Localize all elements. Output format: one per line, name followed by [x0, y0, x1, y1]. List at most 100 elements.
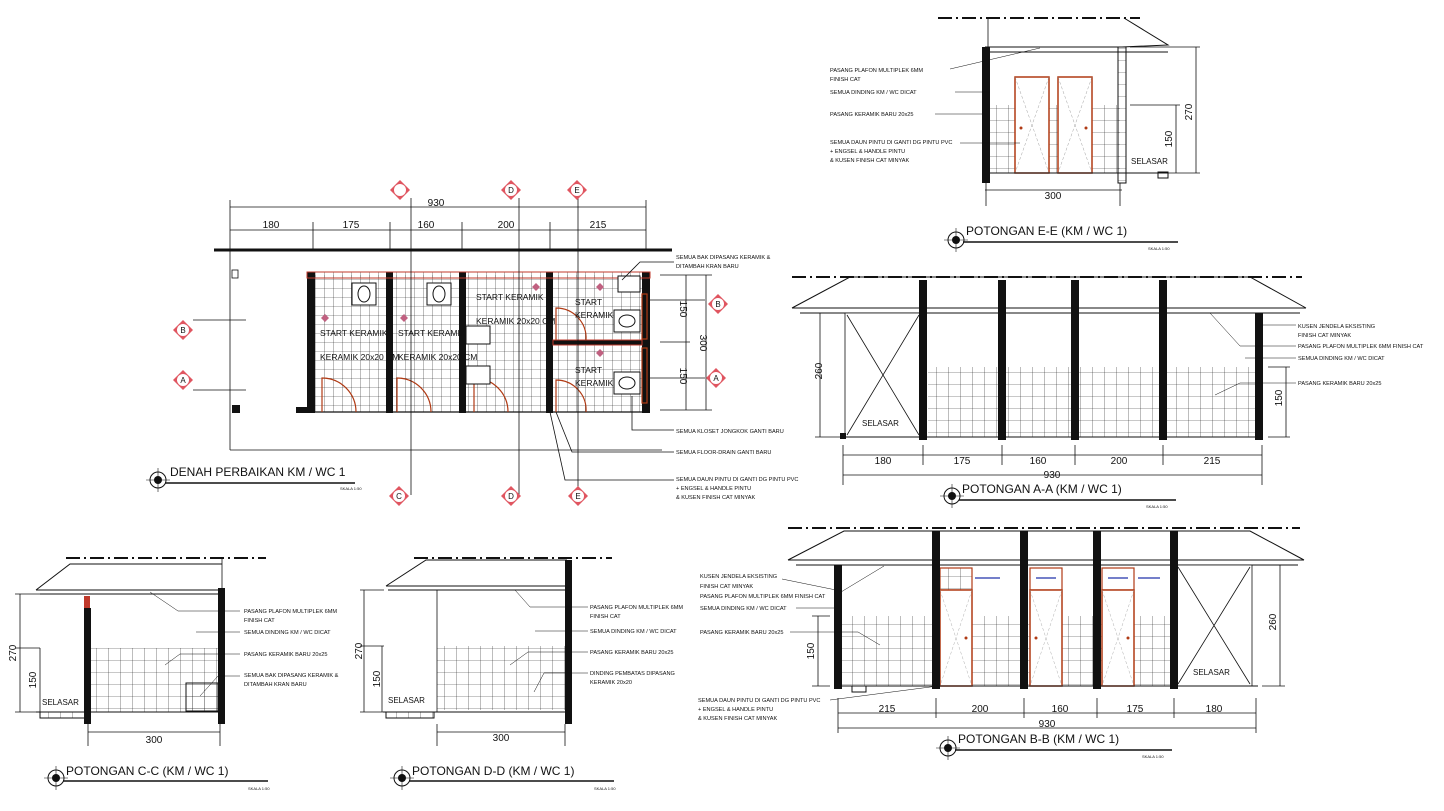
room-label: START: [575, 365, 602, 375]
dd-note: PASANG KERAMIK BARU 20x25: [590, 650, 674, 656]
section-e-e: SELASAR 300 150 270 PASANG PLAFON MULTIP…: [830, 17, 1200, 252]
marker-label: D: [508, 492, 514, 501]
cc-title-block: POTONGAN C-C (KM / WC 1) SKALA 1:50: [44, 764, 270, 791]
floor-plan: 930 180 175 160 200 215: [146, 180, 798, 506]
bb-note: FINISH CAT MINYAK: [700, 584, 753, 590]
plan-scale: SKALA 1:50: [340, 486, 362, 491]
ee-h1: 270: [1184, 103, 1195, 120]
bb-dim: 180: [1206, 704, 1223, 715]
room-label: KERAMIK: [575, 378, 614, 388]
plan-dim-5: 215: [590, 220, 607, 231]
dd-h2: 150: [372, 670, 383, 687]
bb-dim: 200: [972, 704, 989, 715]
cc-note: SEMUA BAK DIPASANG KERAMIK &: [244, 673, 339, 679]
plan-dim-3: 160: [418, 220, 435, 231]
bb-note: PASANG PLAFON MULTIPLEK 6MM FINISH CAT: [700, 594, 826, 600]
aa-dim: 175: [954, 456, 971, 467]
section-d-d: SELASAR 300 270 150 PASANG PLAFON MULTIP…: [354, 557, 683, 791]
aa-title: POTONGAN A-A (KM / WC 1): [962, 482, 1122, 496]
floor-drain-icon: [321, 283, 604, 357]
marker-label: C: [396, 492, 402, 501]
bb-dim: 160: [1052, 704, 1069, 715]
cc-scale: SKALA 1:50: [248, 786, 270, 791]
cc-title: POTONGAN C-C (KM / WC 1): [66, 764, 228, 778]
cc-h1: 270: [8, 644, 19, 661]
dd-note: FINISH CAT: [590, 614, 621, 620]
bb-note: SEMUA DAUN PINTU DI GANTI DG PINTU PVC: [698, 698, 820, 704]
bb-note: KUSEN JENDELA EKSISTING: [700, 574, 777, 580]
plan-dim-right-2: 150: [677, 368, 688, 385]
dd-note: SEMUA DINDING KM / WC DICAT: [590, 629, 677, 635]
section-c-c: SELASAR 300 270 150 PASANG PLAFON MULTIP…: [8, 557, 339, 791]
ee-note: SEMUA DAUN PINTU DI GANTI DG PINTU PVC: [830, 140, 952, 146]
ee-note: PASANG KERAMIK BARU 20x25: [830, 112, 914, 118]
cc-note: PASANG KERAMIK BARU 20x25: [244, 652, 328, 658]
dd-note: KERAMIK 20x20: [590, 680, 632, 686]
section-marker-icon: C D E B A B A C D E: [173, 180, 728, 506]
ee-note: PASANG PLAFON MULTIPLEK 6MM: [830, 68, 923, 74]
bb-title: POTONGAN B-B (KM / WC 1): [958, 732, 1119, 746]
aa-dim: 160: [1030, 456, 1047, 467]
room-label: START KERAMIK: [476, 292, 544, 302]
marker-label: A: [180, 376, 186, 385]
ee-note: & KUSEN FINISH CAT MINYAK: [830, 158, 910, 164]
squat-toilet-icon: [351, 275, 641, 395]
ee-dim: 300: [1045, 191, 1062, 202]
plan-dim-right-1: 150: [677, 301, 688, 318]
cc-note: SEMUA DINDING KM / WC DICAT: [244, 630, 331, 636]
cc-note: FINISH CAT: [244, 618, 275, 624]
marker-label: D: [508, 186, 514, 195]
room-label: START KERAMIK: [398, 328, 466, 338]
room-label: START: [575, 297, 602, 307]
ee-h2: 150: [1164, 130, 1175, 147]
ee-note: SEMUA DINDING KM / WC DICAT: [830, 90, 917, 96]
bb-dim: 215: [879, 704, 896, 715]
marker-label: A: [713, 374, 719, 383]
room-label: KERAMIK 20x20 CM: [320, 352, 399, 362]
ee-selasar: SELASAR: [1131, 157, 1168, 166]
plan-title-block: DENAH PERBAIKAN KM / WC 1 SKALA 1:50: [146, 465, 362, 492]
dd-note: PASANG PLAFON MULTIPLEK 6MM: [590, 605, 683, 611]
dd-h1: 270: [354, 642, 365, 659]
cc-dim: 300: [146, 735, 163, 746]
plan-note: SEMUA FLOOR-DRAIN GANTI BARU: [676, 450, 771, 456]
plan-dim-1: 180: [263, 220, 280, 231]
marker-label: B: [715, 300, 720, 309]
aa-selasar: SELASAR: [862, 419, 899, 428]
ee-title: POTONGAN E-E (KM / WC 1): [966, 224, 1127, 238]
room-label: KERAMIK 20x20 CM: [476, 316, 555, 326]
aa-h1: 260: [814, 362, 825, 379]
aa-dim: 200: [1111, 456, 1128, 467]
aa-title-block: POTONGAN A-A (KM / WC 1) SKALA 1:50: [940, 482, 1176, 509]
ee-note: FINISH CAT: [830, 77, 861, 83]
marker-label: C: [397, 186, 403, 195]
dd-dim: 300: [493, 733, 510, 744]
dd-selasar: SELASAR: [388, 696, 425, 705]
bb-scale: SKALA 1:50: [1142, 754, 1164, 759]
section-b-b: SELASAR 215 200 160 175 180 930 150 260: [698, 527, 1305, 760]
dd-note: DINDING PEMBATAS DIPASANG: [590, 671, 675, 677]
aa-scale: SKALA 1:50: [1146, 504, 1168, 509]
aa-note: KUSEN JENDELA EKSISTING: [1298, 324, 1375, 330]
bb-dim: 175: [1127, 704, 1144, 715]
aa-note: PASANG PLAFON MULTIPLEK 6MM FINISH CAT: [1298, 344, 1424, 350]
aa-note: FINISH CAT MINYAK: [1298, 333, 1351, 339]
plan-dim-2: 175: [343, 220, 360, 231]
cc-note: PASANG PLAFON MULTIPLEK 6MM: [244, 609, 337, 615]
plan-title: DENAH PERBAIKAN KM / WC 1: [170, 465, 346, 479]
plan-note: & KUSEN FINISH CAT MINYAK: [676, 495, 756, 501]
cc-selasar: SELASAR: [42, 698, 79, 707]
plan-note: SEMUA DAUN PINTU DI GANTI DG PINTU PVC: [676, 477, 798, 483]
ee-scale: SKALA 1:50: [1148, 246, 1170, 251]
bb-note: SEMUA DINDING KM / WC DICAT: [700, 606, 787, 612]
cc-note: DITAMBAH KRAN BARU: [244, 682, 307, 688]
room-label: START KERAMIK: [320, 328, 388, 338]
bb-total: 930: [1039, 719, 1056, 730]
dd-scale: SKALA 1:50: [594, 786, 616, 791]
bb-note: & KUSEN FINISH CAT MINYAK: [698, 716, 778, 722]
plan-dim-total: 930: [428, 198, 445, 209]
room-label: KERAMIK: [575, 310, 614, 320]
aa-total: 930: [1044, 470, 1061, 481]
